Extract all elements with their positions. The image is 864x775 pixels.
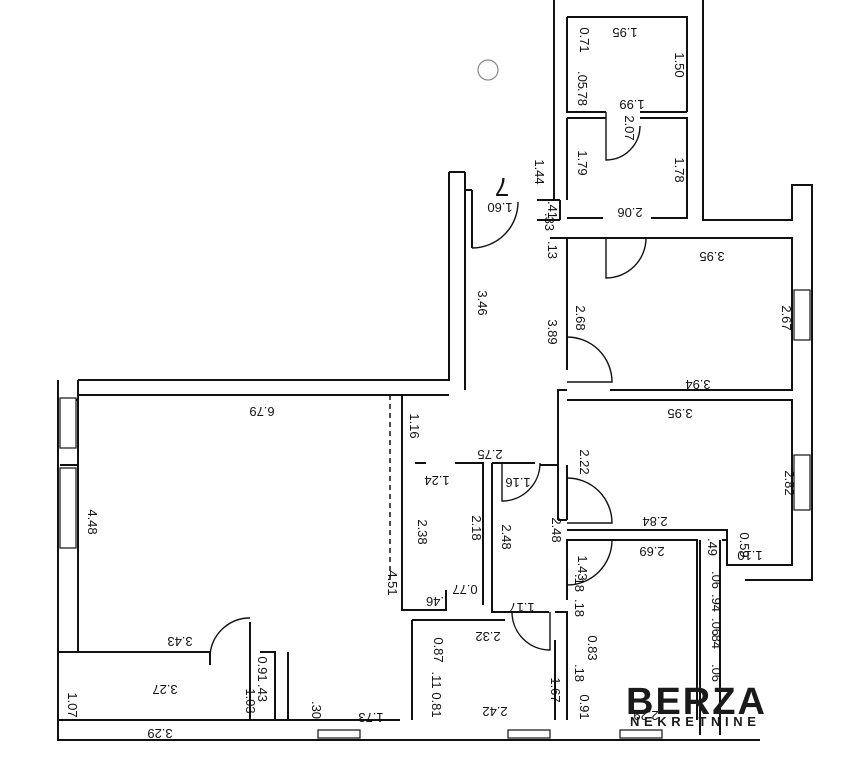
dimension-label: 1.67: [548, 677, 563, 702]
dimension-label: .06: [709, 664, 724, 682]
dimension-label: 2.38: [415, 519, 430, 544]
dimension-label: 1.17: [509, 600, 534, 615]
dimension-label: 3.29: [147, 726, 172, 741]
dimension-label: 0.59: [737, 532, 752, 557]
dimension-label: 1.24: [424, 473, 449, 488]
window-frames: [59, 289, 811, 739]
dimension-label: 1.03: [243, 688, 258, 713]
dimension-label: 3.94: [685, 377, 710, 392]
dimension-label: 2.22: [577, 449, 592, 474]
dimension-label: 1.50: [672, 52, 687, 77]
dimension-label: 1.73: [358, 710, 383, 725]
dimension-label: 2.32: [475, 629, 500, 644]
dimension-label: .18: [572, 599, 587, 617]
dimension-label: 2.29: [633, 708, 658, 723]
column-marker-icon: [477, 59, 499, 81]
dimension-label: .84: [709, 631, 724, 649]
unit-number: 7: [495, 172, 509, 202]
dimension-label: 6.79: [249, 404, 274, 419]
dimension-label: 0.81: [429, 692, 444, 717]
dimension-label: .33: [542, 213, 557, 231]
dimension-label: 1.07: [65, 692, 80, 717]
dimension-label: .13: [545, 241, 560, 259]
dimension-label: 1.79: [575, 150, 590, 175]
dimension-label: 1.60: [487, 200, 512, 215]
dimension-label: .18: [572, 664, 587, 682]
dimension-label: .78: [575, 88, 590, 106]
dimension-label: .41: [545, 201, 560, 219]
dimension-label: 2.84: [642, 514, 667, 529]
dimension-label: 2.82: [782, 470, 797, 495]
dimension-label: 2.48: [549, 517, 564, 542]
dimension-label: 3.95: [699, 249, 724, 264]
dimension-label: 2.68: [573, 305, 588, 330]
walls: [57, 0, 813, 741]
dimension-label: .46: [426, 594, 444, 609]
dimension-label: 3.95: [667, 406, 692, 421]
dimension-label: 1.44: [532, 159, 547, 184]
dimension-label: .94: [709, 594, 724, 612]
dimension-label: 0.91: [577, 694, 592, 719]
dimension-labels: 1.95 0.71 1.50 .05.78 1.99 2.07 1.79 1.78 1.44 1.…: [65, 25, 797, 741]
logo-subtitle: NEKRETNINE: [630, 714, 761, 729]
door-swings: [209, 112, 647, 656]
dimension-label: 1.99: [619, 97, 644, 112]
logo-name: BERZA: [626, 681, 767, 723]
dimension-label: 1.78: [672, 157, 687, 182]
dimension-label: .06: [709, 618, 724, 636]
dimension-label: 2.69: [639, 544, 664, 559]
dimension-label: 2.48: [499, 524, 514, 549]
dimension-label: 1.10: [737, 548, 762, 563]
dimension-label: 1.16: [505, 475, 530, 490]
dimension-label: 2.06: [617, 205, 642, 220]
dimension-label: .06: [709, 571, 724, 589]
dimension-label: 3.27: [152, 682, 177, 697]
dimension-label: .05: [575, 71, 590, 89]
dimension-label: 2.67: [779, 305, 794, 330]
dimension-label: 1.95: [612, 25, 637, 40]
dimension-label: 1.16: [407, 413, 422, 438]
dimension-label: .49: [705, 538, 720, 556]
dimension-label: 0.87: [431, 637, 446, 662]
dimension-label: 4.48: [85, 509, 100, 534]
dimension-label: .30: [309, 701, 324, 719]
dimension-label: 1.43: [575, 555, 590, 580]
dimension-label: 0.77: [452, 582, 477, 597]
dimension-label: 2.42: [482, 704, 507, 719]
dimension-label: 2.75: [477, 447, 502, 462]
dimension-label: 0.71: [577, 27, 592, 52]
dimension-label: 2.07: [622, 115, 637, 140]
dimension-label: 3.89: [545, 319, 560, 344]
dimension-label: .11: [429, 671, 444, 688]
dimension-label: 0.91: [255, 656, 270, 681]
dimension-label: 0.83: [585, 635, 600, 660]
dimension-label: .18: [572, 574, 587, 592]
dimension-label: 3.43: [167, 634, 192, 649]
dimension-label: .43: [255, 684, 270, 702]
dimension-label: 2.18: [469, 515, 484, 540]
dimension-label: 4.51: [385, 570, 400, 595]
dimension-label: 3.46: [475, 290, 490, 315]
brand-logo: BERZA NEKRETNINE: [626, 681, 767, 729]
